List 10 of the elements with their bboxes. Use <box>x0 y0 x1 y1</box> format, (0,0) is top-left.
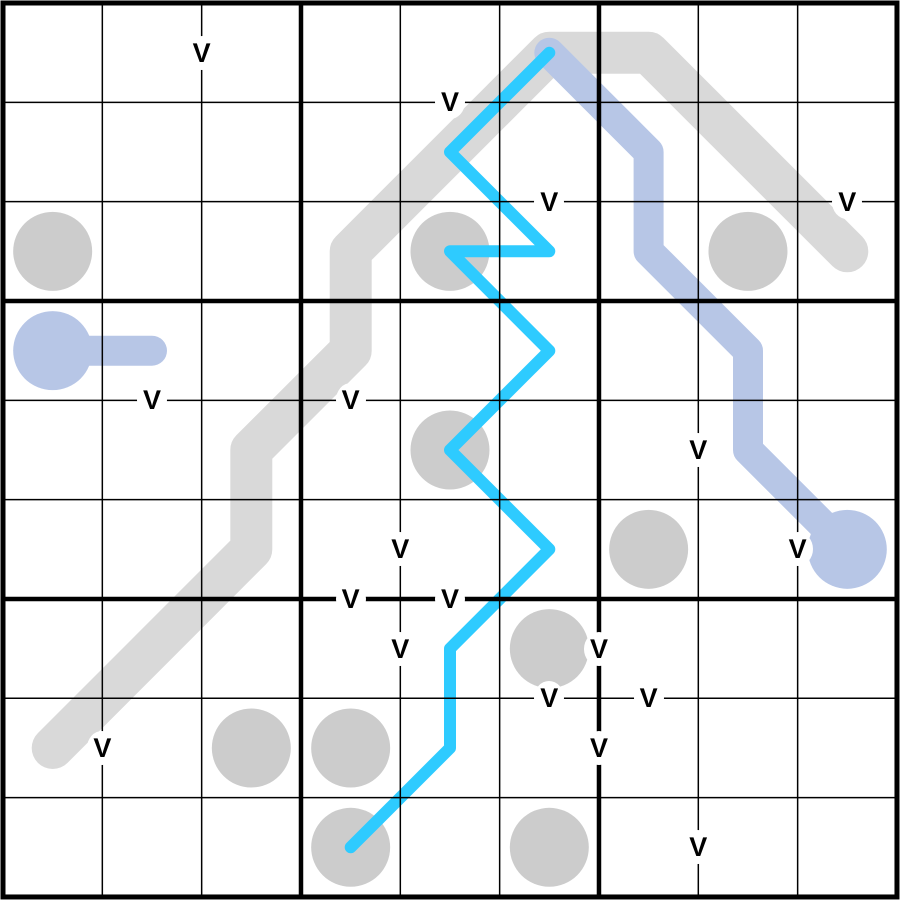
shaded-circle <box>510 609 589 688</box>
shaded-circle <box>212 708 291 788</box>
shaded-circle <box>708 212 788 291</box>
shaded-circle <box>410 212 490 291</box>
shaded-circle <box>410 410 490 490</box>
shaded-circle <box>13 212 92 291</box>
shaded-circle <box>510 808 589 887</box>
shaded-circle <box>311 708 390 788</box>
shaded-circle <box>609 510 688 589</box>
shaded-circle <box>311 808 390 887</box>
